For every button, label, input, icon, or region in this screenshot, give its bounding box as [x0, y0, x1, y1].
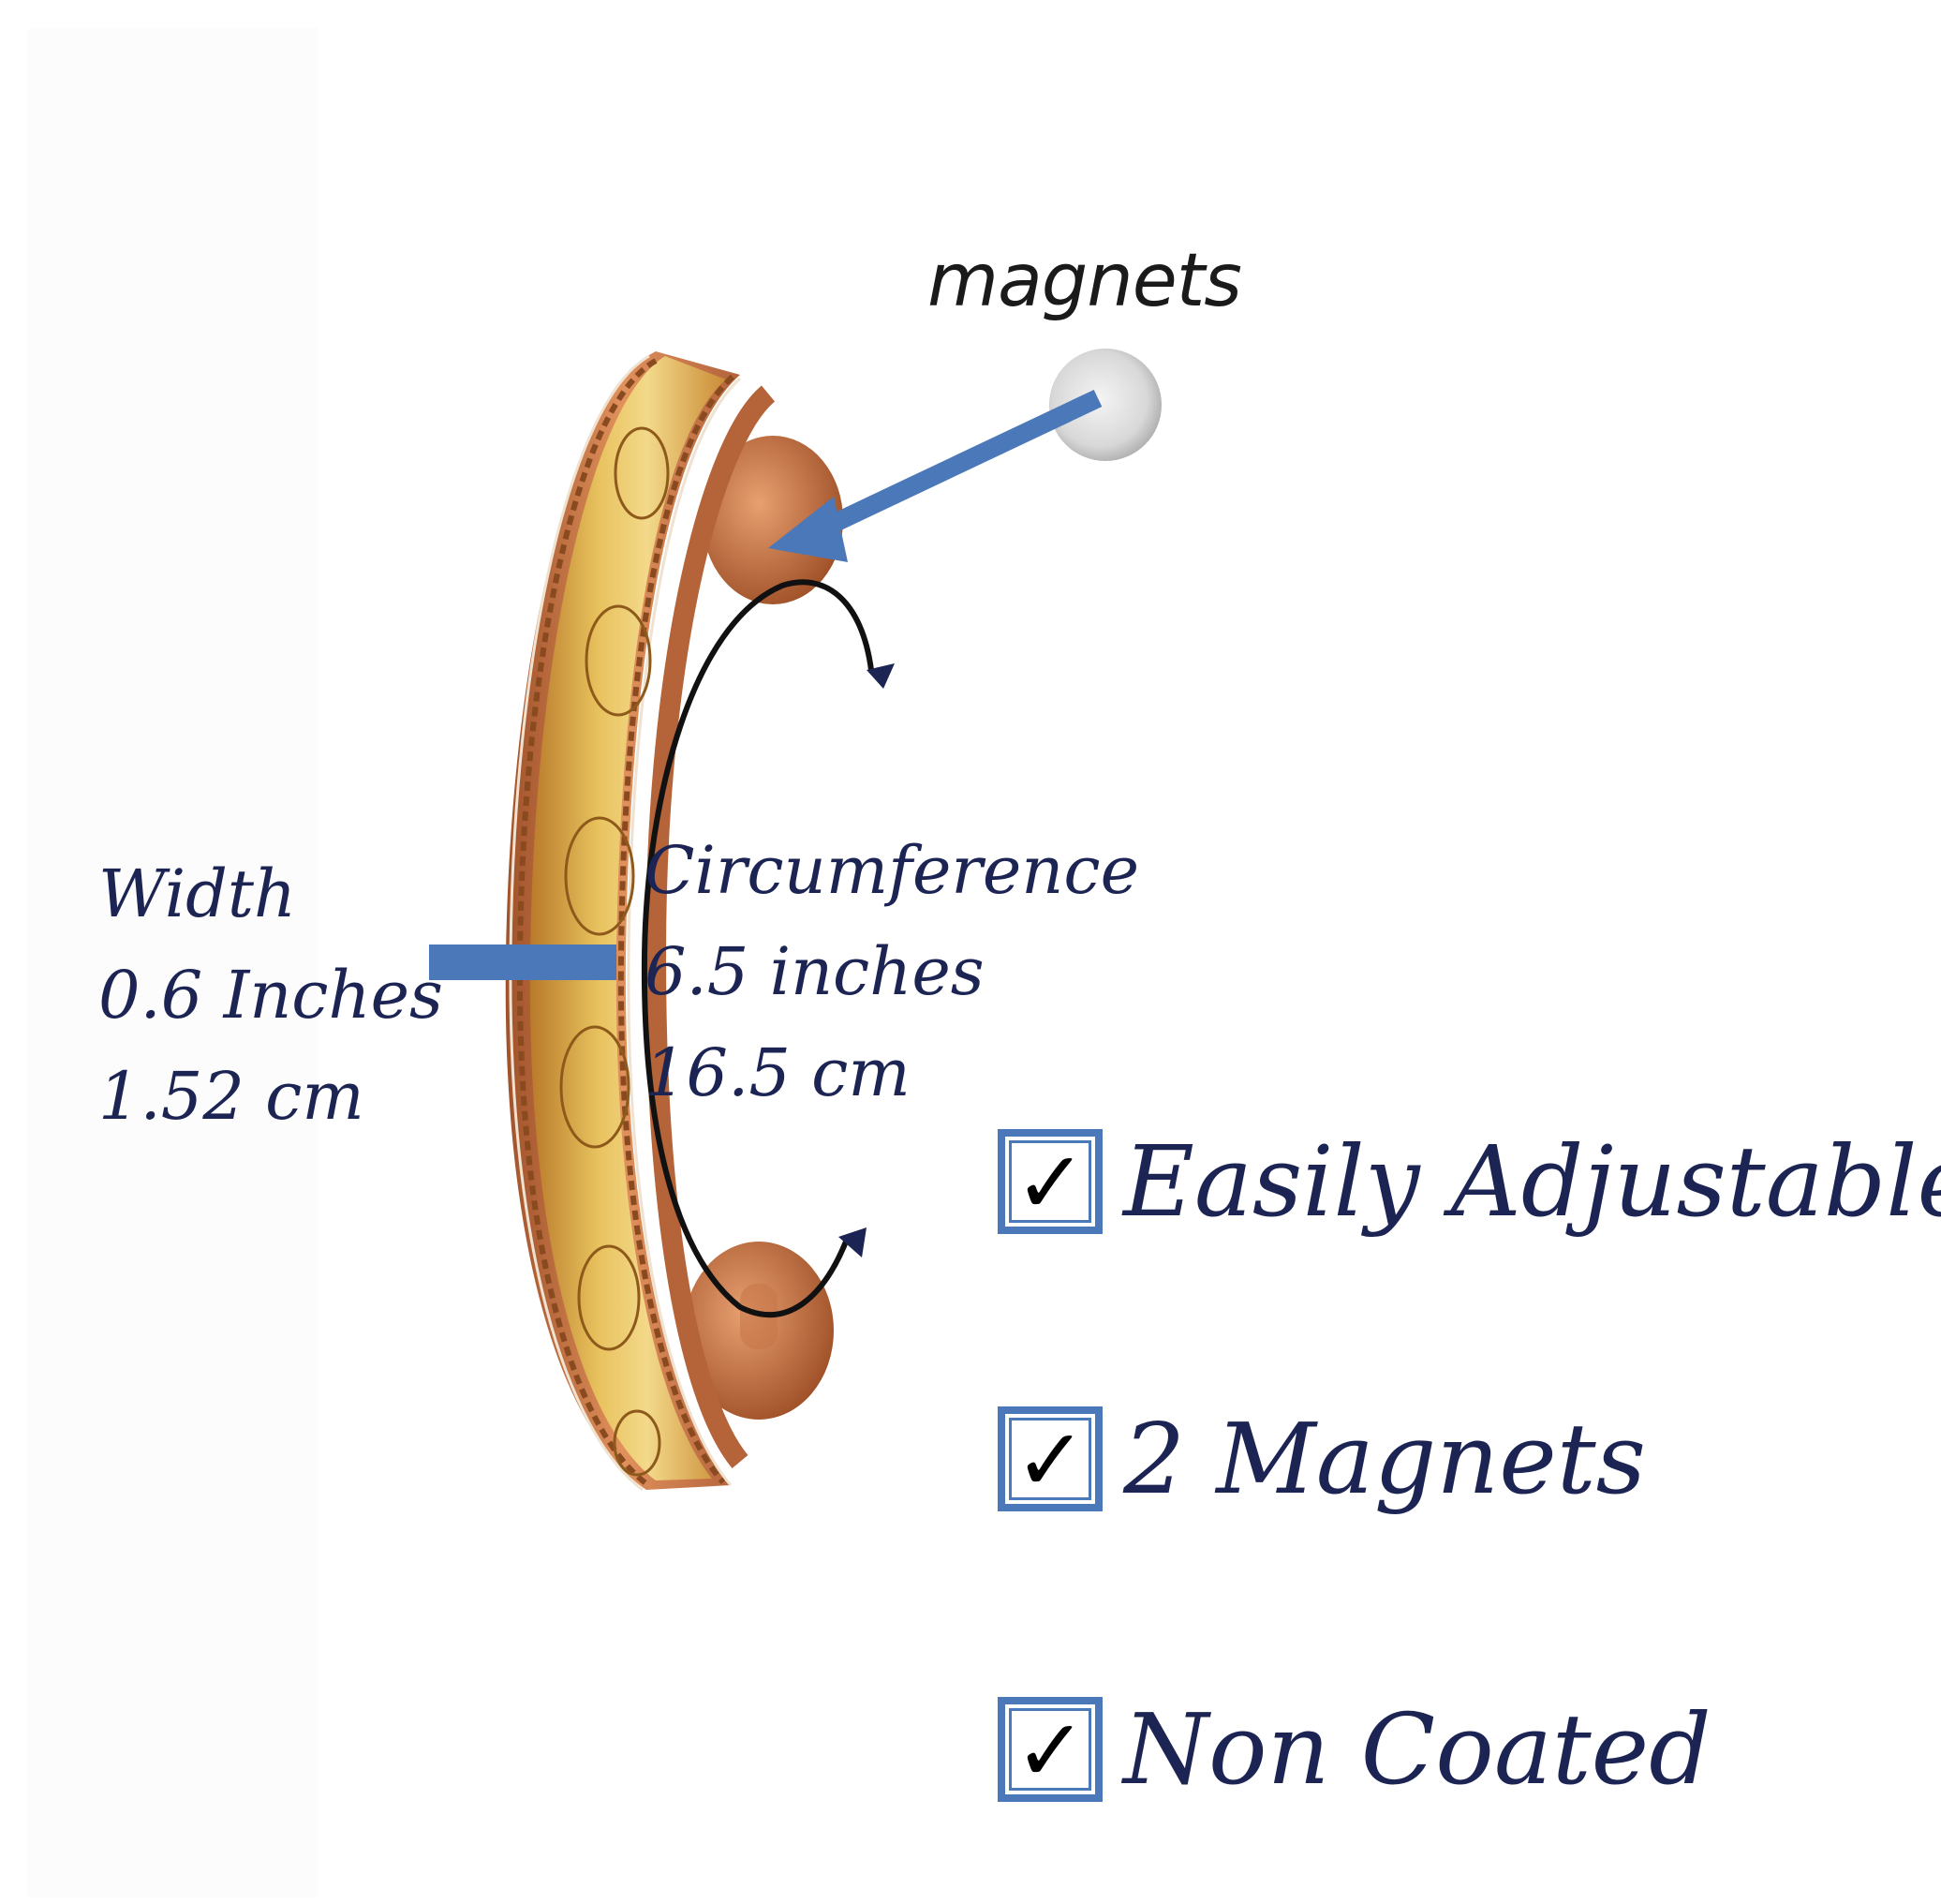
- circumference-arc: [641, 579, 895, 1318]
- feature-label: Non Coated: [1123, 1692, 1711, 1807]
- width-cm: 1.52 cm: [98, 1058, 364, 1135]
- magnets-callout-label: magnets: [927, 239, 1242, 323]
- width-title: Width: [98, 855, 297, 932]
- checkbox: ✓: [998, 1697, 1103, 1802]
- width-dimension: Width 0.6 Inches 1.52 cm: [98, 843, 443, 1147]
- width-measure-bar: [429, 945, 616, 980]
- feature-label: 2 Magnets: [1123, 1402, 1646, 1516]
- circumference-dimension: Circumference 6.5 inches 16.5 cm: [645, 820, 1139, 1123]
- feature-item: ✓ 2 Magnets: [998, 1402, 1646, 1516]
- check-icon: ✓: [1015, 1133, 1088, 1233]
- check-icon: ✓: [1015, 1410, 1088, 1510]
- circumference-cm: 16.5 cm: [645, 1034, 911, 1111]
- background-panel: [28, 28, 319, 1897]
- feature-item: ✓ Non Coated: [998, 1692, 1711, 1807]
- circumference-inches: 6.5 inches: [645, 933, 985, 1010]
- checkbox: ✓: [998, 1406, 1103, 1511]
- circumference-title: Circumference: [645, 832, 1140, 909]
- check-icon: ✓: [1015, 1701, 1088, 1801]
- feature-label: Easily Adjustable: [1123, 1124, 1941, 1239]
- magnet-arrow-icon: [768, 389, 1103, 562]
- magnet-disc: [1049, 349, 1162, 461]
- width-inches: 0.6 Inches: [98, 957, 443, 1034]
- bracelet-inner-rim: [645, 385, 776, 1469]
- feature-item: ✓ Easily Adjustable: [998, 1124, 1941, 1239]
- checkbox: ✓: [998, 1129, 1103, 1234]
